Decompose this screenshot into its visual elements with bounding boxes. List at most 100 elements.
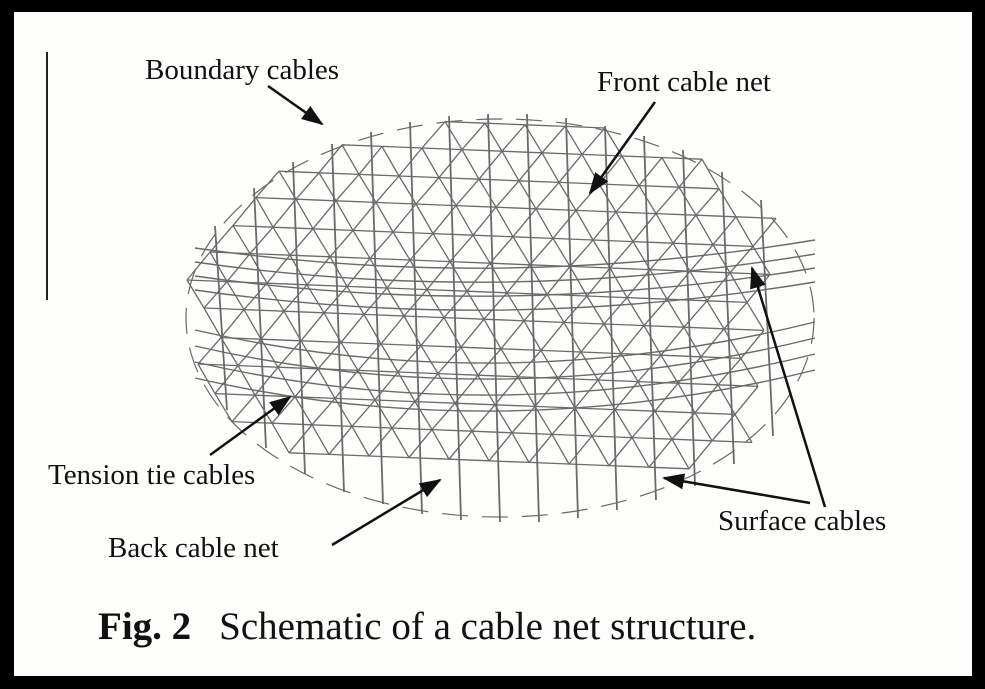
mesh-cable [564,126,583,155]
mesh-cable [529,264,548,295]
tension-tie-cable [487,113,501,523]
mesh-cable [580,323,605,353]
mesh-cable [478,178,520,182]
mesh-cable [695,214,737,218]
mesh-cable [621,155,640,186]
mesh-cable [306,256,331,286]
mesh-cable [494,404,513,434]
mesh-cable [575,183,600,211]
mesh-cable [415,177,440,205]
mesh-cable [752,217,777,247]
mesh-cable [558,181,600,185]
mesh-cable [535,208,577,212]
mesh-cable [186,279,205,309]
mesh-cable [528,433,553,463]
mesh-cable [403,315,422,346]
mesh-cable [540,349,582,353]
mesh-cable [506,292,525,322]
boundary-cables-arrow [267,84,324,126]
mesh-cable [288,424,313,454]
front-surface-cable [194,253,816,283]
mesh-cable [643,298,668,327]
mesh-cable [620,353,639,382]
mesh-cable [432,233,451,262]
mesh-cable [455,205,474,236]
mesh-cable [511,432,530,463]
mesh-cable [374,399,393,429]
mesh-cable [484,122,526,126]
mesh-cable [398,175,440,179]
mesh-cable [335,200,354,231]
mesh-cable [448,458,490,462]
mesh-cable [477,348,502,376]
mesh-cable [649,242,674,271]
mesh-cable [472,234,514,238]
mesh-cable [341,144,383,148]
mesh-cable [381,146,400,177]
mesh-cable [335,200,377,204]
mesh-cable [278,170,297,200]
mesh-cable [523,320,542,351]
mesh-cable [472,234,491,264]
mesh-cable [255,196,297,200]
mesh-cable [586,295,628,299]
mesh-cable [683,300,708,328]
mesh-cable [666,298,708,302]
mesh-cable [426,261,451,291]
mesh-cable [340,313,365,343]
mesh-cable [260,338,302,342]
mesh-cable [437,346,462,375]
mesh-cable [495,206,514,238]
mesh-cable [454,374,479,404]
mesh-cable [346,286,365,315]
mesh-cable [500,348,542,352]
mesh-cable [591,435,633,439]
mesh-cable [266,254,291,284]
mesh-cable [351,399,376,427]
mesh-cable [563,295,588,323]
mesh-cable [374,399,416,403]
mesh-cable [569,266,588,297]
mesh-cable [608,437,633,467]
mesh-cable [203,307,245,311]
mesh-cable [426,289,445,318]
mesh-cable [415,203,457,207]
mesh-cable [243,308,285,312]
mesh-cable [352,229,394,233]
mesh-cable [575,209,617,213]
mesh-cable [478,150,503,180]
mesh-cable [232,225,251,254]
mesh-cable [523,320,565,324]
mesh-cable [574,407,593,437]
mesh-cable [671,438,713,442]
mesh-cable [186,279,228,283]
mesh-cable [455,204,497,208]
mesh-cable [478,178,497,208]
mesh-cable [272,198,297,228]
mesh-cable [466,290,508,294]
mesh-cable [694,412,736,416]
mesh-cable [632,213,657,243]
mesh-cable [214,393,233,422]
mesh-cable [197,363,216,394]
mesh-cable [524,124,566,128]
mesh-cable [414,400,456,404]
mesh-cable [512,236,554,240]
mesh-cable [518,180,560,184]
mesh-cable [471,430,490,462]
mesh-cable [391,401,416,429]
mesh-cable [391,427,410,458]
mesh-cable [381,145,423,149]
mesh-cable [689,270,708,302]
mesh-cable [278,170,320,174]
mesh-cable [717,384,759,388]
mesh-cable [735,216,754,247]
mesh-cable [677,382,719,386]
mesh-cable [677,356,702,384]
tension-tie-cable [214,225,228,411]
mesh-cable [678,186,720,190]
mesh-cable [683,326,725,330]
mesh-cable [666,270,691,300]
mesh-cable [638,157,663,187]
mesh-cable [603,323,645,327]
